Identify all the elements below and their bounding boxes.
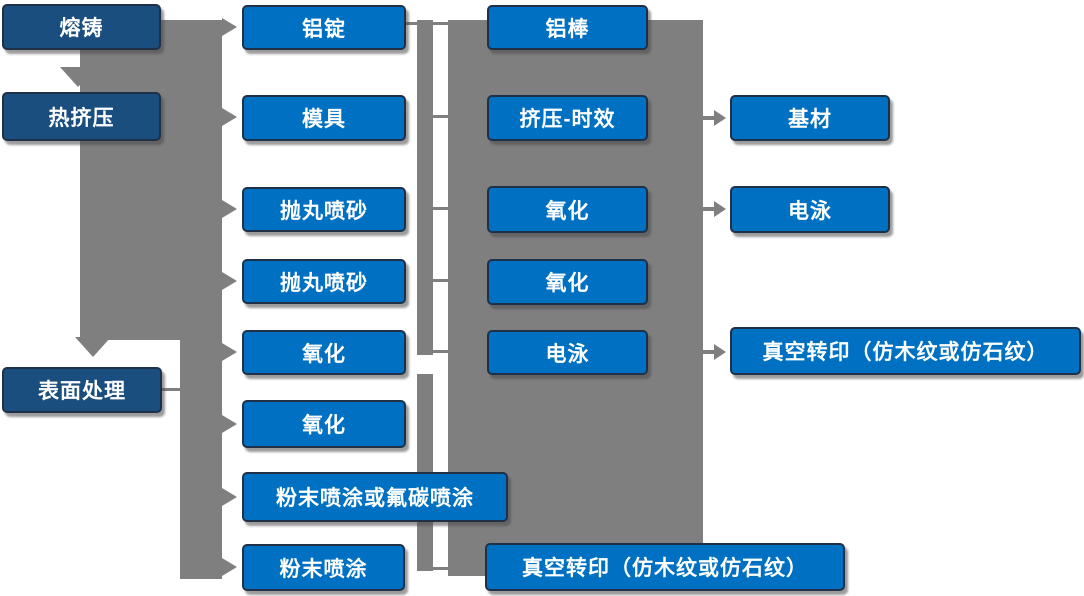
- line-row-extrusion-aging: [433, 115, 448, 118]
- flow-node-substrate: 基材: [730, 95, 890, 141]
- line-row-electrophoresis: [433, 350, 448, 353]
- line-to-electrophoresis-2: [703, 207, 715, 211]
- arrowhead-to-aluminum-ingot-icon: [222, 18, 237, 36]
- flow-node-powder-or-fluorocarbon-coating: 粉末喷涂或氟碳喷涂: [242, 472, 508, 522]
- line-row-aluminum-rod: [406, 22, 448, 25]
- arrowhead-to-mold-icon: [222, 108, 237, 126]
- arrowhead-to-powder-coating-icon: [222, 558, 237, 576]
- arrowhead-to-vacuum-transfer-right-icon: [714, 344, 726, 360]
- line-row-oxidation-3: [433, 207, 448, 210]
- connector-left-band-narrow: [180, 20, 222, 579]
- arrowhead-to-substrate-icon: [714, 110, 726, 126]
- line-row-oxidation-4: [433, 279, 448, 282]
- flow-node-mold: 模具: [242, 95, 406, 141]
- arrowhead-to-electrophoresis-2-icon: [714, 201, 726, 217]
- flow-node-oxidation-1: 氧化: [242, 330, 406, 375]
- arrowhead-to-shot-blasting-2-icon: [222, 272, 237, 290]
- flow-node-oxidation-2: 氧化: [242, 400, 406, 448]
- arrowhead-to-oxidation-2-icon: [222, 415, 237, 433]
- line-to-vacuum-transfer-right: [703, 350, 715, 354]
- flow-node-electrophoresis-2: 电泳: [730, 186, 890, 233]
- line-surface-treatment-to-band: [160, 388, 182, 391]
- flow-node-shot-blasting-2: 抛丸喷砂: [242, 259, 406, 304]
- flow-node-aluminum-rod: 铝棒: [487, 5, 648, 50]
- flow-node-surface-treatment: 表面处理: [2, 367, 162, 413]
- connector-left-band-wide: [80, 20, 180, 340]
- flow-node-electrophoresis-1: 电泳: [487, 330, 648, 375]
- flow-node-hot-extrusion: 热挤压: [2, 92, 161, 141]
- connector-mid-bar-upper: [417, 20, 433, 355]
- arrowhead-to-shot-blasting-1-icon: [222, 200, 237, 218]
- flow-node-melting: 熔铸: [2, 4, 161, 50]
- line-row-vacuum-bottom: [433, 567, 448, 570]
- flow-node-shot-blasting-1: 抛丸喷砂: [242, 187, 406, 232]
- flow-node-aluminum-ingot: 铝锭: [242, 5, 406, 50]
- arrowhead-down-to-hot-extrusion-icon: [60, 67, 96, 87]
- flow-node-vacuum-transfer-right: 真空转印（仿木纹或仿石纹）: [730, 327, 1081, 375]
- flow-node-vacuum-transfer-bottom: 真空转印（仿木纹或仿石纹）: [485, 543, 845, 591]
- flow-node-oxidation-4: 氧化: [487, 259, 648, 305]
- flow-node-powder-coating: 粉末喷涂: [242, 544, 405, 591]
- flow-node-extrusion-aging: 挤压-时效: [487, 95, 648, 141]
- arrowhead-to-powder-or-fluorocarbon-icon: [222, 488, 237, 506]
- flow-node-oxidation-3: 氧化: [487, 186, 648, 233]
- arrowhead-down-to-surface-treatment-icon: [75, 337, 111, 357]
- line-to-substrate: [703, 116, 715, 120]
- arrowhead-to-oxidation-1-icon: [222, 343, 237, 361]
